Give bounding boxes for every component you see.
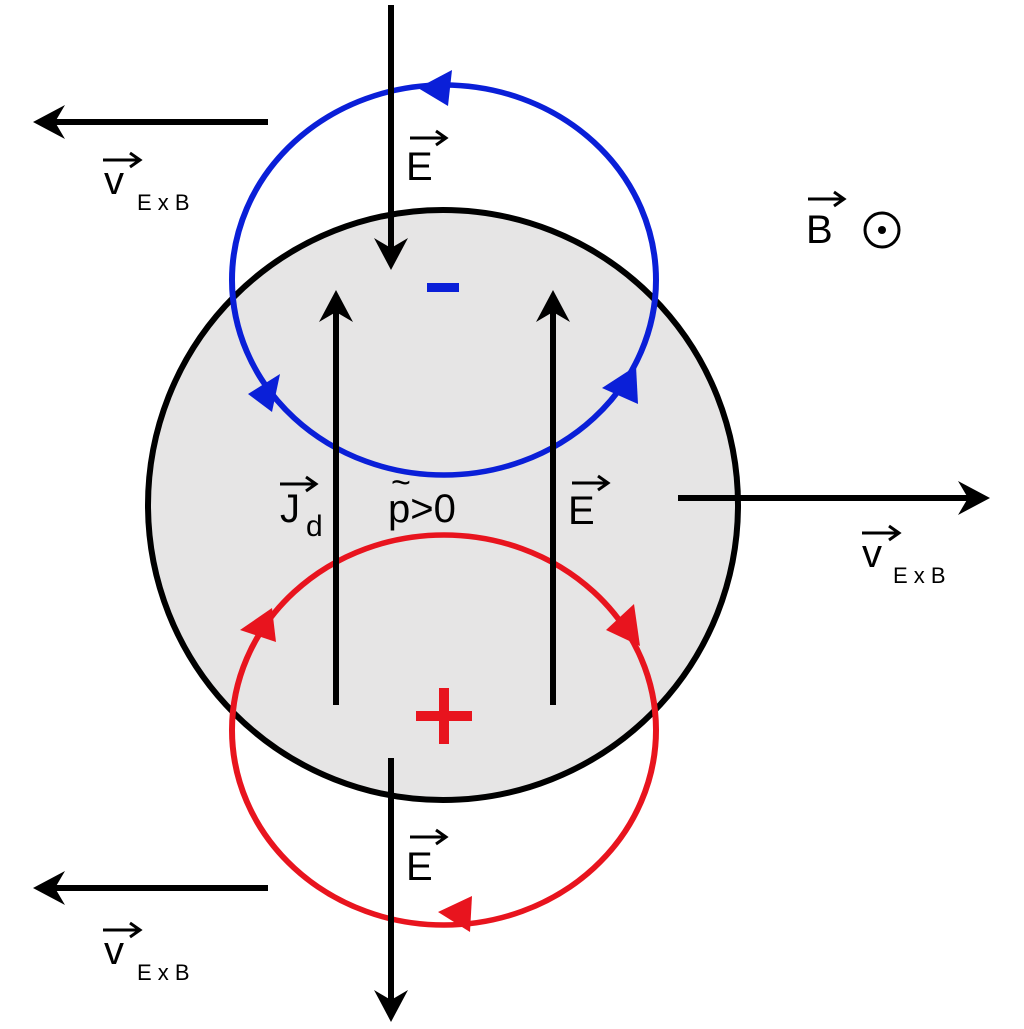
v-exb-label-bottom-left: v E x B xyxy=(103,921,190,985)
svg-text:J: J xyxy=(280,487,300,531)
positive-charge-sign: + xyxy=(416,688,472,744)
arrowhead-icon xyxy=(602,366,638,404)
svg-text:E: E xyxy=(406,845,433,889)
svg-text:v: v xyxy=(104,929,124,973)
j-d-label: J d xyxy=(280,475,323,543)
arrowhead-icon xyxy=(240,608,276,642)
out-of-page-icon xyxy=(863,211,901,249)
e-label-bottom: E xyxy=(406,828,449,889)
svg-text:E x B: E x B xyxy=(137,190,190,215)
negative-vortex-arrows xyxy=(248,70,638,412)
svg-text:~: ~ xyxy=(391,464,411,502)
arrowhead-icon xyxy=(438,896,472,932)
e-label-inner: E xyxy=(568,474,611,533)
svg-text:E: E xyxy=(406,145,433,189)
drift-arrow-right xyxy=(678,481,990,515)
svg-text:E x B: E x B xyxy=(137,960,190,985)
e-field-arrow-top xyxy=(374,5,408,270)
svg-text:E x B: E x B xyxy=(893,563,946,588)
positive-vortex-arrows xyxy=(240,604,640,932)
e-field-arrow-inner xyxy=(536,290,570,705)
e-label-top: E xyxy=(406,129,449,189)
svg-text:E: E xyxy=(568,489,595,533)
positive-vortex-circle xyxy=(229,532,659,928)
e-field-arrow-bottom xyxy=(374,758,408,1022)
current-arrow-left xyxy=(319,290,353,705)
drift-arrow-top-left xyxy=(33,105,268,139)
arrowhead-icon xyxy=(606,604,640,646)
drift-arrow-bottom-left xyxy=(33,871,268,905)
v-exb-label-right: v E x B xyxy=(862,524,946,588)
v-exb-label-top-left: v E x B xyxy=(103,151,190,215)
svg-text:v: v xyxy=(104,159,124,203)
arrowhead-icon xyxy=(418,70,452,106)
plasma-blob xyxy=(145,207,741,803)
svg-text:v: v xyxy=(862,532,882,576)
svg-text:p>0: p>0 xyxy=(388,487,456,531)
svg-text:d: d xyxy=(306,510,323,543)
svg-text:B: B xyxy=(806,208,833,252)
negative-charge-sign: - xyxy=(427,283,459,292)
pressure-condition-label: ~ p>0 xyxy=(388,464,456,531)
b-field-label: B xyxy=(806,190,847,252)
arrowhead-icon xyxy=(248,374,280,412)
